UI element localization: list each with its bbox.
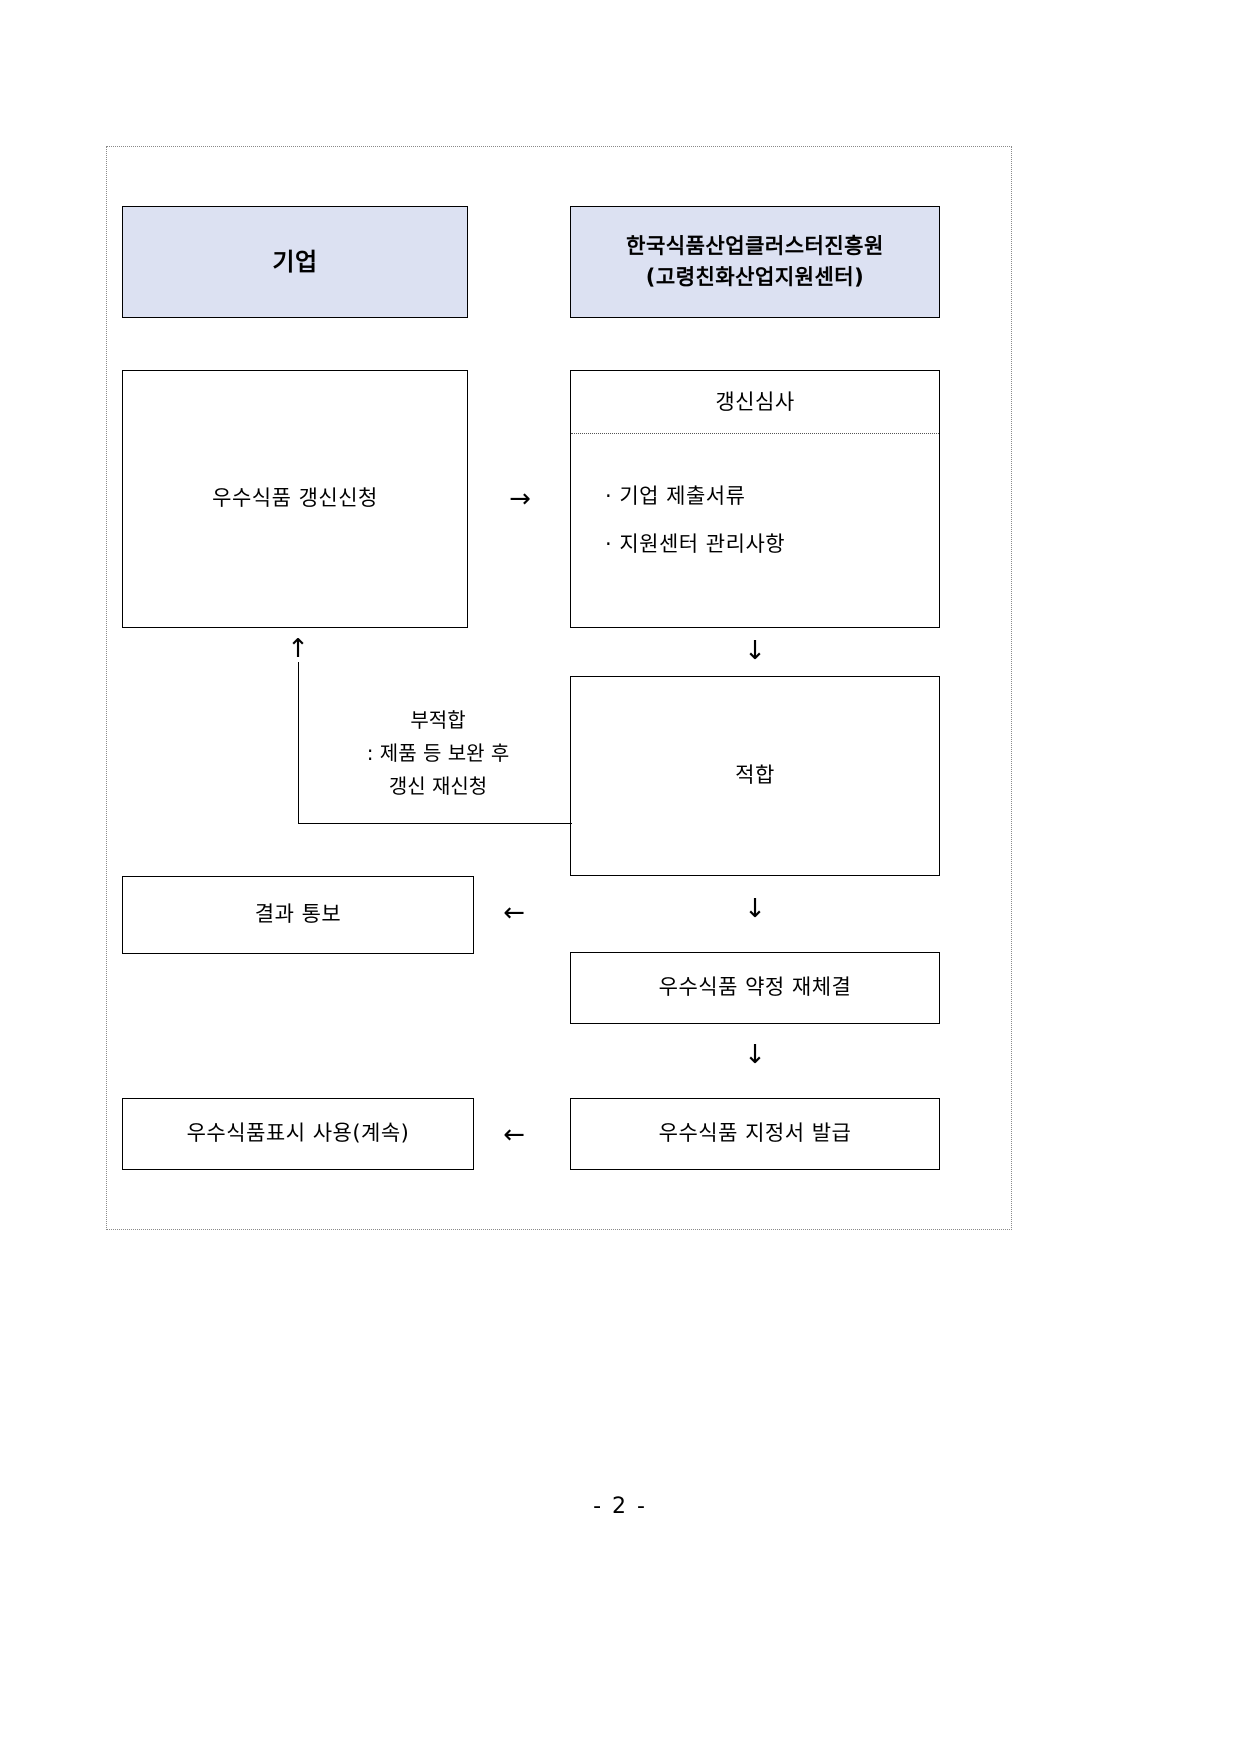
connector-reject-loop [298,662,572,824]
flow-node-renewal-application-label: 우수식품 갱신신청 [212,486,378,511]
diagram-frame [106,146,1012,1230]
flow-node-review-bullet-2: · 지원센터 관리사항 [605,531,786,556]
arrow-down-icon-review-to-pass: ↓ [744,636,766,666]
flow-node-label-use-label: 우수식품표시 사용(계속) [186,1121,410,1146]
flow-node-agreement-recontract-label: 우수식품 약정 재체결 [658,975,852,1000]
flow-node-certificate-issue: 우수식품 지정서 발급 [570,1098,940,1170]
flow-node-certificate-issue-label: 우수식품 지정서 발급 [658,1121,852,1146]
arrow-down-icon-contract-to-certificate: ↓ [744,1040,766,1070]
flow-label-reject-line3: 갱신 재신청 [388,774,488,798]
arrow-right-icon-apply-to-review: → [509,484,531,514]
flow-node-agency-label-line2: (고령친화산업지원센터) [645,265,865,289]
flow-node-renewal-application: 우수식품 갱신신청 [122,370,468,628]
flow-node-renewal-review-body: · 기업 제출서류 · 지원센터 관리사항 [571,434,939,569]
flow-node-agency: 한국식품산업클러스터진흥원 (고령친화산업지원센터) [570,206,940,318]
flow-node-label-use: 우수식품표시 사용(계속) [122,1098,474,1170]
flow-node-agreement-recontract: 우수식품 약정 재체결 [570,952,940,1024]
page-number: - 2 - [593,1494,647,1519]
arrow-left-icon-certificate-to-label-use: ← [503,1120,525,1150]
flow-node-renewal-review: 갱신심사 · 기업 제출서류 · 지원센터 관리사항 [570,370,940,628]
flow-node-result-notification: 결과 통보 [122,876,474,954]
flow-node-renewal-review-title: 갱신심사 [715,390,795,414]
flow-node-pass: 적합 [570,676,940,876]
flow-node-review-bullet-1: · 기업 제출서류 [605,483,746,508]
flow-node-company-label: 기업 [272,248,318,276]
flow-label-reject: 부적합 : 제품 등 보완 후 갱신 재신청 [318,704,558,803]
flow-node-agency-label-line1: 한국식품산업클러스터진흥원 [626,233,884,258]
flow-label-reject-line2: : 제품 등 보완 후 [366,741,510,765]
arrow-down-icon-pass-to-contract: ↓ [744,894,766,924]
flow-label-reject-line1: 부적합 [410,708,466,732]
flow-node-company: 기업 [122,206,468,318]
connector-reject-vertical [298,662,299,824]
flow-node-result-notification-label: 결과 통보 [254,902,342,927]
flow-node-pass-label: 적합 [735,763,775,788]
connector-reject-horizontal [298,823,572,824]
arrow-left-icon-pass-to-notify: ← [503,898,525,928]
arrow-up-icon-reject-to-apply: ↑ [287,634,309,664]
flow-node-renewal-review-divider [571,432,939,434]
